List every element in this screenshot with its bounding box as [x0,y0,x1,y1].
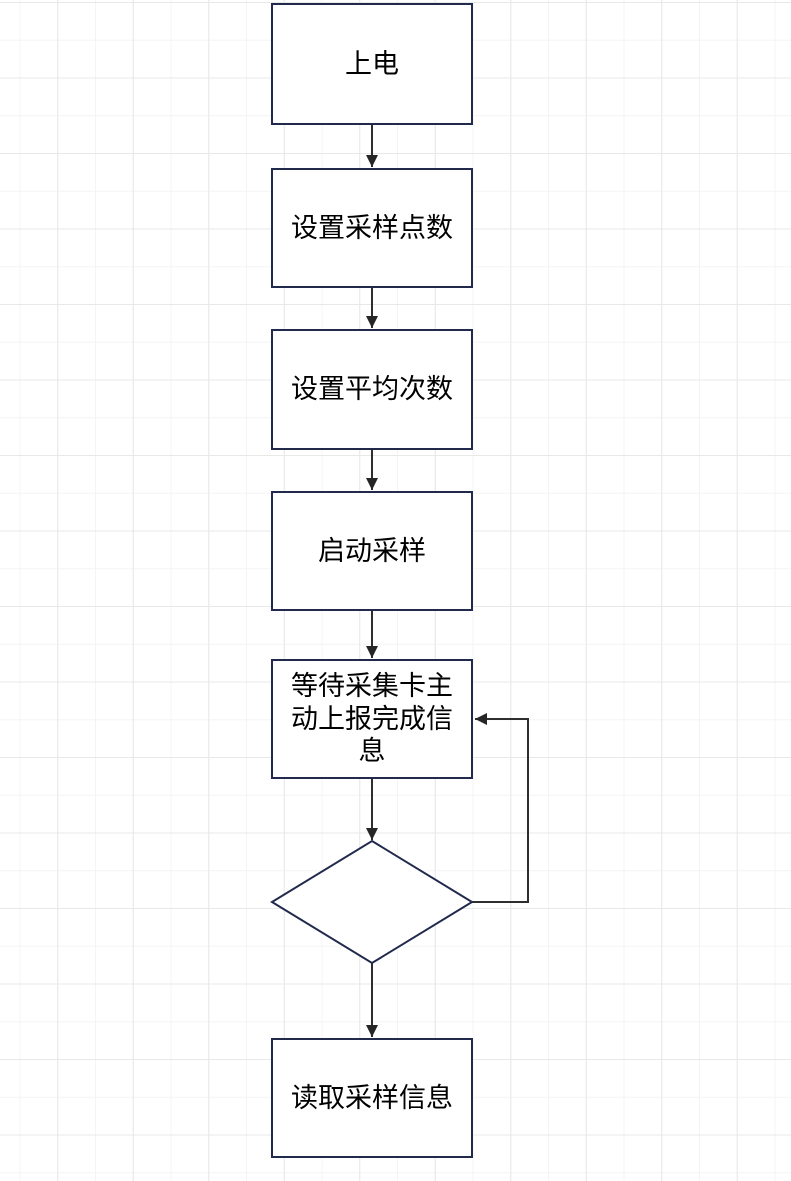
node-wait-card-report: 等待采集卡主 动上报完成信 息 [271,659,473,779]
node-wait-card-report-line1: 等待采集卡主 [291,670,453,701]
node-set-average-count: 设置平均次数 [271,329,473,450]
node-start-sampling-label: 启动采样 [318,535,426,566]
edge-decision-loop-to-wait-card-report [471,713,529,903]
node-set-sample-points: 设置采样点数 [271,168,473,288]
node-set-average-count-label: 设置平均次数 [291,374,453,405]
node-decision-diamond [270,839,474,965]
node-wait-card-report-line2: 动上报完成信 [291,703,453,734]
node-start-sampling: 启动采样 [271,491,473,611]
node-read-sample-info-label: 读取采样信息 [291,1082,453,1113]
node-power-on-label: 上电 [345,48,399,79]
node-wait-card-report-label: 等待采集卡主 动上报完成信 息 [291,670,453,769]
node-power-on: 上电 [271,3,473,125]
node-wait-card-report-line3: 息 [358,736,386,767]
node-set-sample-points-label: 设置采样点数 [291,212,453,243]
node-read-sample-info: 读取采样信息 [271,1038,473,1158]
